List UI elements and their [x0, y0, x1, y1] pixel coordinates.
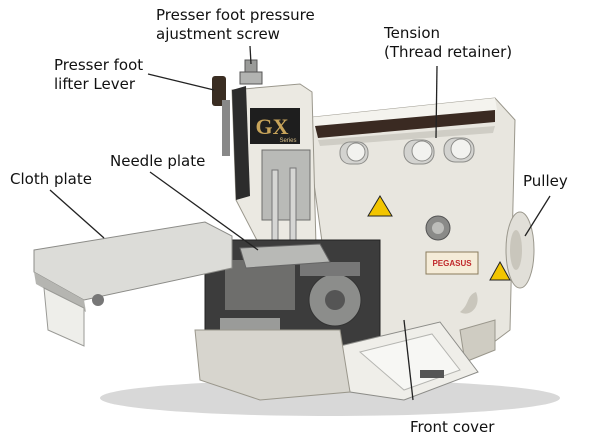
lifter-lever [212, 76, 226, 106]
label-tension-line1: Tension [384, 24, 441, 42]
front-cover-latch [420, 370, 444, 378]
cloth-plate [33, 221, 233, 301]
label-lifter-line2: lifter Lever [54, 75, 135, 93]
pressure-screw-base [239, 71, 263, 85]
leader-pulley [524, 195, 551, 237]
brand-sub: Series [279, 138, 296, 144]
head-dark-side [232, 86, 250, 200]
needle-bar [271, 169, 279, 251]
thread-guide-bar [315, 110, 495, 138]
label-tension-line2: (Thread retainer) [384, 43, 513, 61]
warning-sticker-upper [367, 195, 393, 217]
lifter-rod [222, 100, 230, 156]
tension-knobs [339, 137, 475, 165]
looper-arm [300, 262, 360, 276]
leader-lines [49, 45, 551, 401]
right-base [459, 319, 496, 363]
leader-needle-plate [149, 171, 259, 251]
top-edge [305, 98, 497, 130]
gx-badge [250, 108, 300, 144]
maker-plate [425, 251, 479, 275]
leader-tension [435, 65, 438, 139]
looper-hub [325, 290, 345, 310]
label-cloth-plate: Cloth plate [10, 170, 92, 188]
label-pulley: Pulley [523, 172, 568, 190]
looper-mechanism [225, 260, 295, 310]
brand-text: GX [256, 114, 289, 139]
cloth-plate-knob [92, 294, 104, 306]
needle-bar-2 [289, 167, 297, 251]
leader-lifter [147, 73, 215, 91]
label-lifter: Presser foot lifter Lever [54, 56, 143, 94]
label-pressure-screw-line1: Presser foot pressure [156, 6, 315, 24]
needle-plate [239, 243, 331, 269]
body-logo [460, 292, 478, 314]
needle-bar-housing [261, 149, 311, 221]
oil-sight-inner [432, 222, 444, 234]
leader-cloth-plate [49, 189, 105, 239]
label-tension: Tension (Thread retainer) [384, 24, 512, 62]
pulley-hub [510, 230, 522, 270]
warning-sticker-lower [489, 260, 511, 281]
maker-text: PEGASUS [432, 259, 472, 268]
guide-lip [318, 126, 495, 146]
leader-front-cover [403, 319, 414, 401]
label-pressure-screw: Presser foot pressure ajustment screw [156, 6, 315, 44]
label-lifter-line1: Presser foot [54, 56, 144, 74]
label-front-cover: Front cover [410, 418, 495, 436]
label-needle-plate: Needle plate [110, 152, 206, 170]
floor-shadow [100, 380, 560, 416]
left-base [194, 329, 351, 401]
leader-pressure-screw [249, 45, 252, 65]
cloth-plate-support [43, 287, 85, 347]
label-pressure-screw-line2: ajustment screw [156, 25, 280, 43]
